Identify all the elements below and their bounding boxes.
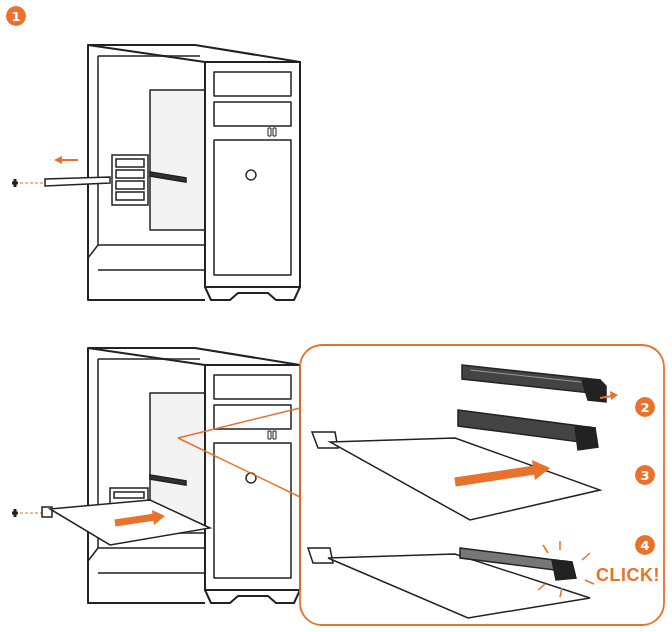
callout-circle [635,397,655,417]
detail-inset [178,345,664,625]
callout-number: 1 [11,10,20,23]
card-into-slot [312,410,600,520]
pc-case [88,348,300,603]
callout-circle [635,535,655,555]
callout-circle [635,465,655,485]
callout-circle [6,6,26,26]
callout-number: 3 [640,469,649,482]
click-note: CLICK! [596,566,660,584]
pc-case [88,45,300,300]
slot-cover-removal [12,156,110,187]
pcie-slot-open [462,365,618,402]
expansion-slots [112,155,186,205]
callout-number: 4 [640,539,649,552]
card-seated [308,541,594,618]
callout-number: 2 [640,401,649,414]
card-insertion [12,475,210,545]
